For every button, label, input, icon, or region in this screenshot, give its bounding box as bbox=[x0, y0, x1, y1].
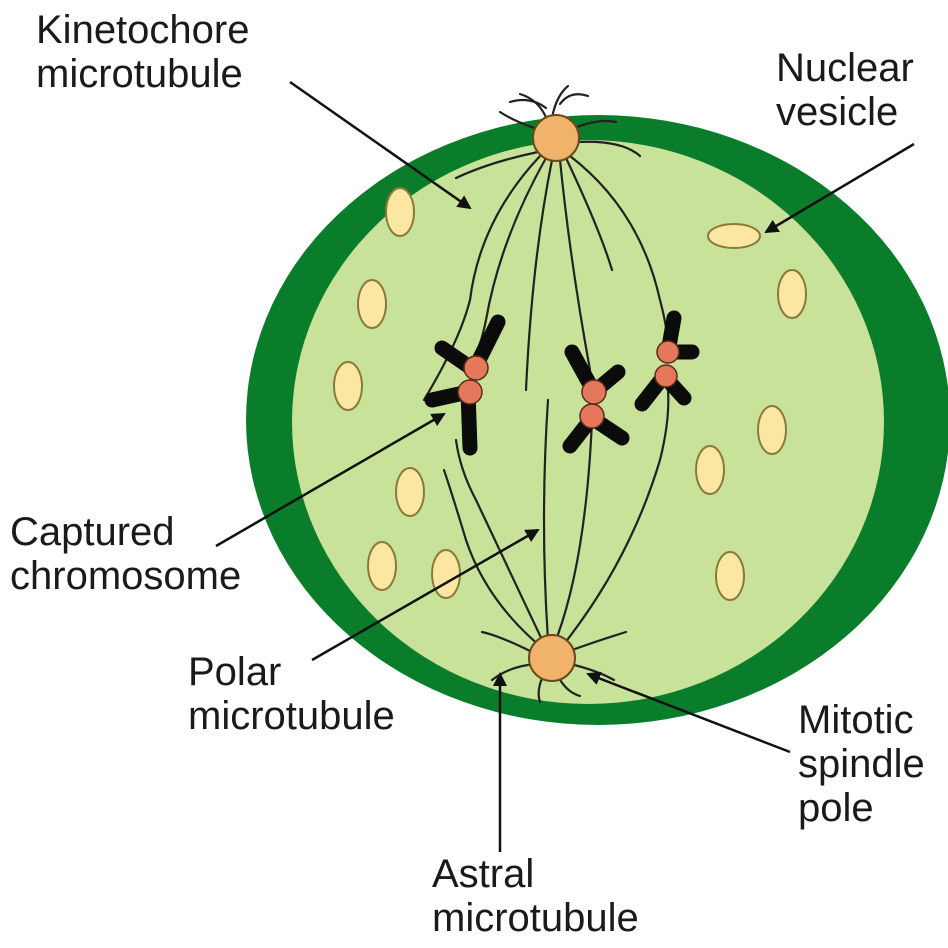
label-line: microtubule bbox=[188, 694, 395, 738]
nuclear-vesicle bbox=[334, 362, 362, 410]
label-line: Kinetochore bbox=[36, 8, 249, 52]
spindle-pole-bottom bbox=[529, 635, 575, 681]
kinetochore bbox=[582, 380, 606, 404]
label-line: Nuclear bbox=[776, 46, 914, 90]
label-line: Polar bbox=[188, 650, 395, 694]
nuclear-vesicle bbox=[758, 406, 786, 454]
label-line: microtubule bbox=[36, 52, 249, 96]
label-line: vesicle bbox=[776, 90, 914, 134]
label-line: microtubule bbox=[432, 896, 639, 940]
spindle-pole-top bbox=[533, 115, 579, 161]
label-line: Mitotic bbox=[798, 698, 925, 742]
kinetochore bbox=[580, 404, 604, 428]
label-line: pole bbox=[798, 786, 925, 830]
label-line: chromosome bbox=[10, 554, 241, 598]
label-polar-microtubule: Polar microtubule bbox=[188, 650, 395, 738]
nuclear-vesicle bbox=[396, 468, 424, 516]
label-mitotic-spindle-pole: Mitotic spindle pole bbox=[798, 698, 925, 830]
nuclear-vesicle bbox=[778, 270, 806, 318]
kinetochore bbox=[458, 380, 482, 404]
nuclear-vesicle bbox=[368, 542, 396, 590]
nuclear-vesicle bbox=[386, 188, 414, 236]
label-line: Astral bbox=[432, 852, 639, 896]
kinetochore bbox=[657, 341, 679, 363]
label-kinetochore-microtubule: Kinetochore microtubule bbox=[36, 8, 249, 96]
kinetochore bbox=[464, 356, 488, 380]
label-captured-chromosome: Captured chromosome bbox=[10, 510, 241, 598]
nuclear-vesicle bbox=[696, 446, 724, 494]
nuclear-vesicle bbox=[432, 550, 460, 598]
nuclear-vesicle bbox=[716, 552, 744, 600]
label-astral-microtubule: Astral microtubule bbox=[432, 852, 639, 940]
nuclear-vesicle bbox=[708, 224, 760, 248]
kinetochore bbox=[655, 365, 677, 387]
label-nuclear-vesicle: Nuclear vesicle bbox=[776, 46, 914, 134]
label-line: Captured bbox=[10, 510, 241, 554]
label-line: spindle bbox=[798, 742, 925, 786]
nuclear-vesicle bbox=[358, 280, 386, 328]
